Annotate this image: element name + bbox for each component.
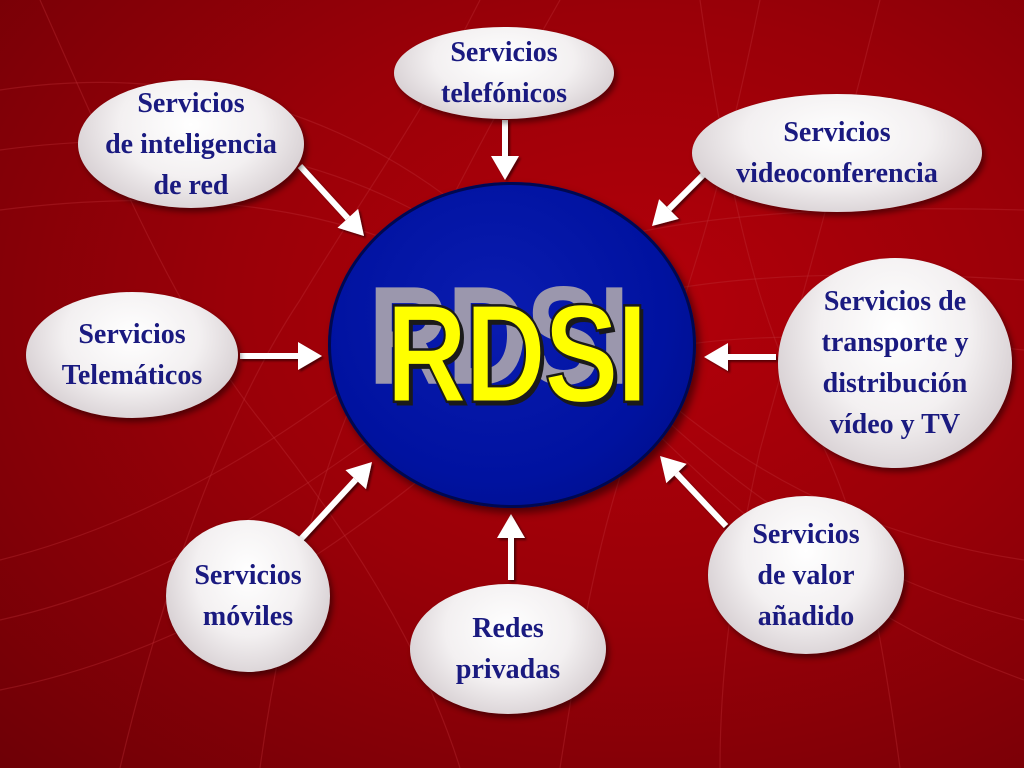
arrow-shaft-videoconferencia <box>666 169 709 212</box>
arrow-shaft-inteligencia <box>297 163 351 221</box>
rdsi-title: RDSI <box>385 274 649 433</box>
node-servicios-telematicos: Servicios Telemáticos <box>26 292 238 418</box>
node-label: Servicios de valor añadido <box>752 518 860 632</box>
node-servicios-videoconferencia: Servicios videoconferencia <box>692 94 982 212</box>
arrow-shaft-valor-anadido <box>674 471 729 529</box>
arrow-head-moviles <box>345 462 372 490</box>
center-node-rdsi: RDSI RDSI <box>328 182 696 508</box>
arrow-head-redes-privadas <box>497 514 525 538</box>
node-servicios-transporte: Servicios de transporte y distribución v… <box>778 258 1012 468</box>
arrow-head-transporte <box>704 343 728 371</box>
node-servicios-valor-anadido: Servicios de valor añadido <box>708 496 904 654</box>
node-label: Servicios de transporte y distribución v… <box>821 286 969 440</box>
node-label: Servicios videoconferencia <box>736 117 938 189</box>
rdsi-shadow-text: RDSI <box>368 256 630 414</box>
node-servicios-inteligencia-de-red: Servicios de inteligencia de red <box>78 80 304 208</box>
arrow-head-videoconferencia <box>652 199 679 226</box>
arrow-head-inteligencia <box>337 208 364 236</box>
node-servicios-telefonicos: Servicios telefónicos <box>394 27 614 119</box>
node-redes-privadas: Redes privadas <box>410 584 606 714</box>
node-label: Redes privadas <box>455 613 561 685</box>
node-label: Servicios móviles <box>194 560 302 632</box>
node-label: Servicios de inteligencia de red <box>105 87 277 201</box>
arrow-head-telefonicos <box>491 156 519 180</box>
node-servicios-moviles: Servicios móviles <box>166 520 330 672</box>
arrow-shaft-moviles <box>297 477 358 543</box>
arrow-head-valor-anadido <box>660 456 687 484</box>
node-label: Servicios Telemáticos <box>61 319 203 391</box>
node-label: Servicios telefónicos <box>441 37 567 109</box>
arrow-head-telematicos <box>298 342 322 370</box>
